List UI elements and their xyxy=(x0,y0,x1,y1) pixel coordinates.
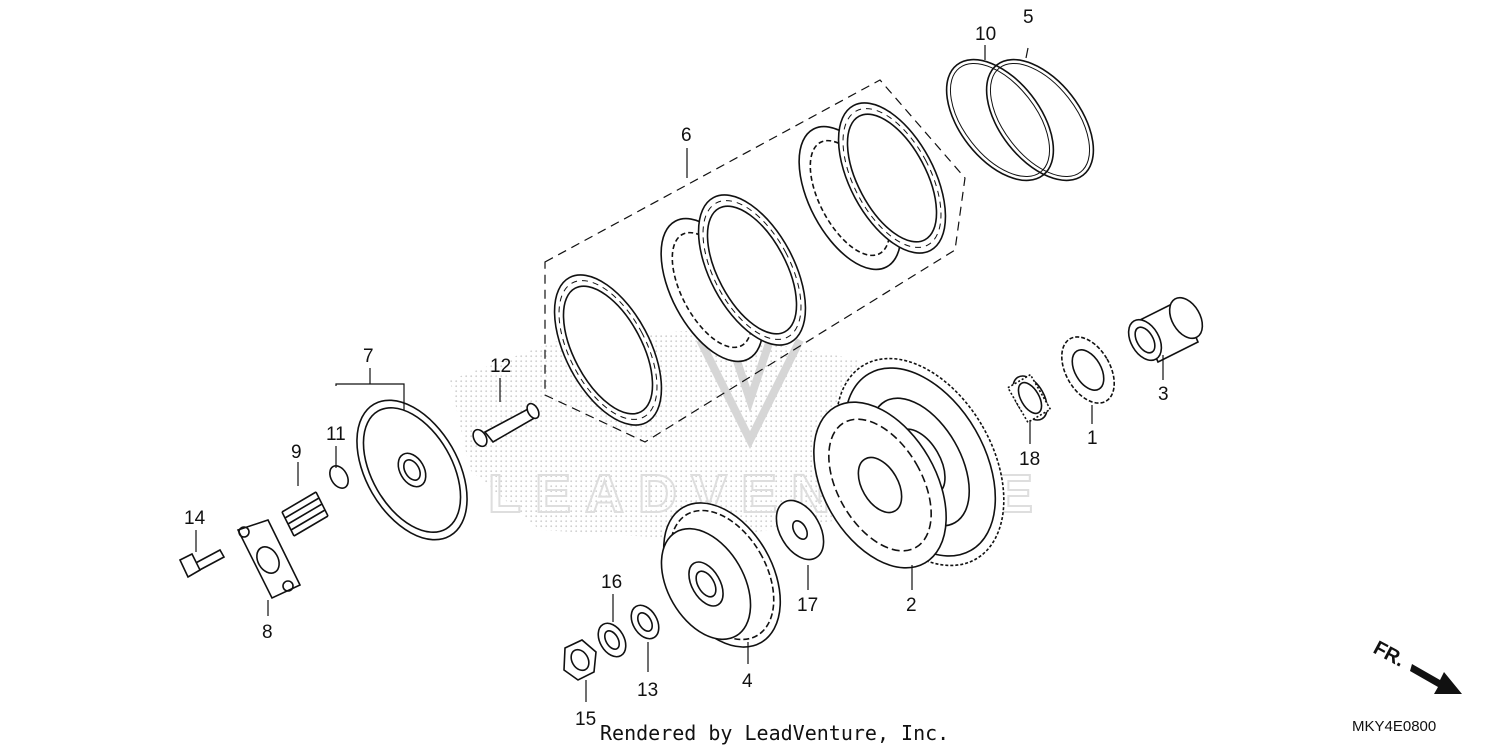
label-part-10: 10 xyxy=(975,24,996,45)
label-part-16: 16 xyxy=(601,572,622,593)
clutch-sleeve xyxy=(1127,296,1204,364)
label-part-13: 13 xyxy=(637,680,658,701)
label-part-15: 15 xyxy=(575,709,596,730)
credit-text: Rendered by LeadVenture, Inc. xyxy=(600,721,949,745)
label-part-5: 5 xyxy=(1023,7,1034,28)
lifter-rod xyxy=(472,402,540,448)
label-part-14: 14 xyxy=(184,508,206,529)
diagram-code: MKY4E0800 xyxy=(1352,718,1436,735)
label-part-1: 1 xyxy=(1087,428,1098,449)
circlip xyxy=(329,465,349,489)
lifter-plate xyxy=(236,519,302,600)
label-part-8: 8 xyxy=(262,622,273,643)
label-part-4: 4 xyxy=(742,671,753,692)
label-part-6: 6 xyxy=(681,125,692,146)
thrust-washer xyxy=(775,499,825,561)
plate-set-bracket xyxy=(544,79,966,443)
front-direction-indicator: FR. xyxy=(1370,637,1462,694)
label-part-17: 17 xyxy=(797,595,818,616)
lock-washers xyxy=(597,604,660,658)
clutch-outer xyxy=(813,357,1005,569)
front-label: FR. xyxy=(1370,637,1409,672)
label-part-9: 9 xyxy=(291,442,302,463)
snap-rings xyxy=(945,58,1095,182)
lock-nut xyxy=(563,639,597,681)
clutch-spring xyxy=(281,491,329,537)
oil-pump-drive-sprocket xyxy=(1060,336,1116,404)
label-part-7: 7 xyxy=(363,346,374,367)
flange-bolt xyxy=(178,548,226,579)
clutch-center xyxy=(660,502,782,648)
leader-lines xyxy=(195,45,1164,702)
front-arrow-icon xyxy=(1410,664,1462,694)
clutch-plates xyxy=(553,102,947,426)
label-part-18: 18 xyxy=(1019,449,1040,470)
needle-bearing xyxy=(1006,373,1052,424)
label-part-2: 2 xyxy=(906,595,917,616)
part-labels: 10 5 6 7 12 11 9 14 8 16 13 15 4 17 2 18… xyxy=(184,7,1169,730)
label-part-11: 11 xyxy=(326,424,346,445)
pressure-plate xyxy=(356,399,468,541)
label-part-12: 12 xyxy=(490,356,511,377)
label-part-3: 3 xyxy=(1158,384,1169,405)
